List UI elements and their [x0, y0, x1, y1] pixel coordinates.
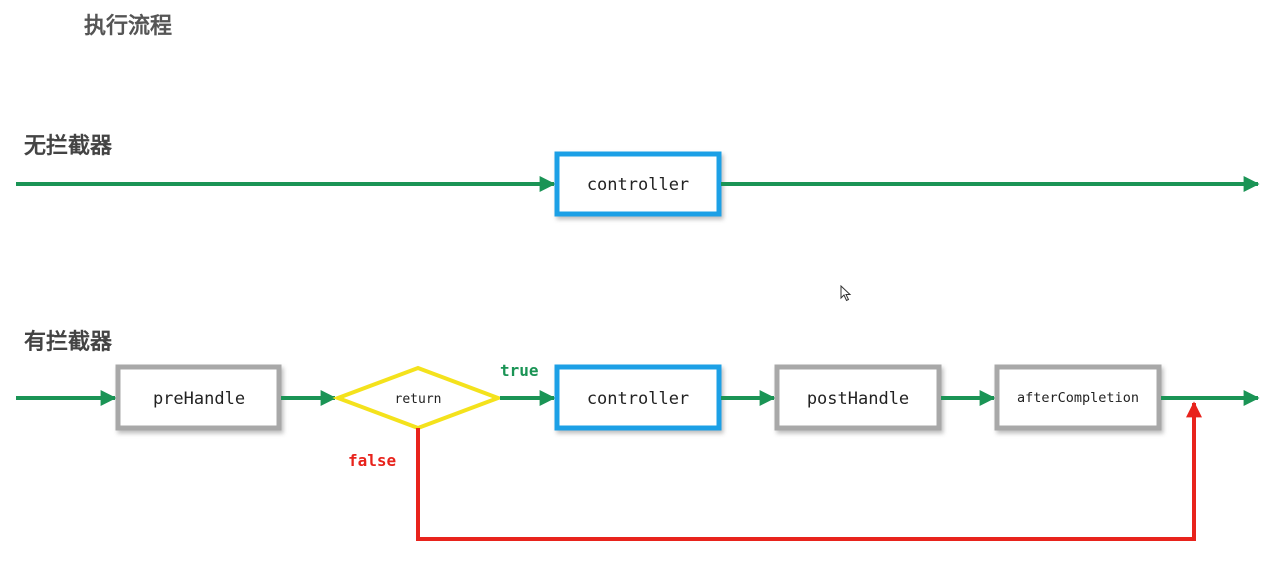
true-label: true: [500, 361, 539, 380]
page-title: 执行流程: [84, 14, 173, 39]
no-interceptor-flow: controller: [16, 151, 1260, 217]
aftercompletion-label: afterCompletion: [1017, 390, 1139, 406]
section-title-no-interceptor: 无拦截器: [24, 134, 113, 159]
return-decision: return: [332, 365, 504, 431]
section-title-with-interceptor: 有拦截器: [24, 330, 113, 355]
false-label: false: [348, 451, 396, 470]
prehandle-box: preHandle: [115, 364, 282, 431]
controller-label: controller: [587, 175, 689, 195]
posthandle-label: postHandle: [807, 389, 909, 409]
controller-box-intercepted: controller: [554, 364, 722, 431]
controller-label-intercepted: controller: [587, 389, 689, 409]
false-path-arrow: [416, 401, 1202, 541]
mouse-cursor-icon: [840, 285, 852, 302]
with-interceptor-flow: preHandle return true controller postHan…: [16, 361, 1260, 541]
controller-box: controller: [554, 151, 722, 217]
decision-label: return: [395, 392, 442, 407]
posthandle-box: postHandle: [774, 364, 942, 431]
prehandle-label: preHandle: [153, 389, 245, 409]
aftercompletion-box: afterCompletion: [994, 364, 1162, 431]
